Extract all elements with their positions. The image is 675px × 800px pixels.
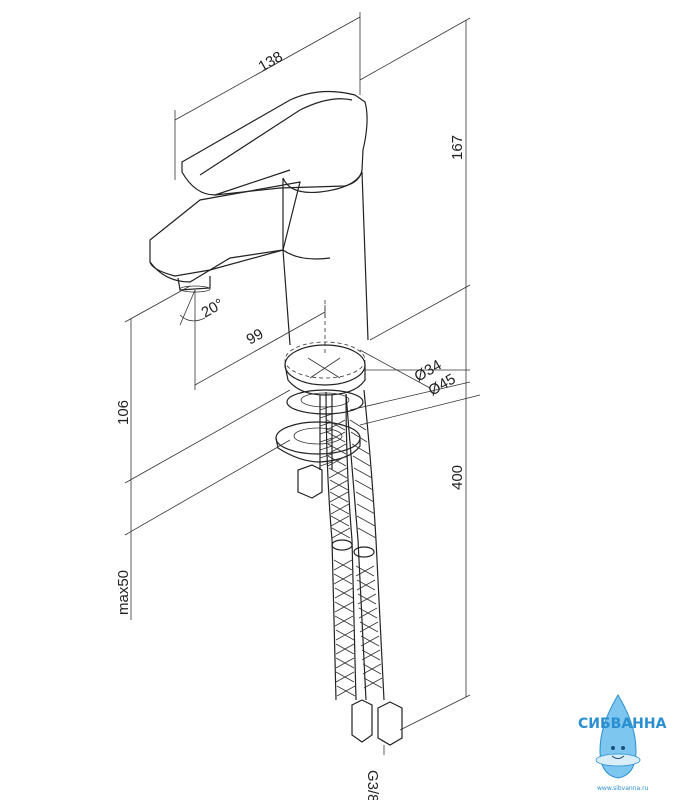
faucet-body [149, 90, 369, 346]
logo-site-text: www.sibvanna.ru [597, 785, 649, 792]
dim-spout-reach-label: 99 [244, 325, 267, 348]
dim-hose-length-label: 400 [449, 465, 466, 490]
dimension-lines [124, 12, 481, 755]
supply-hoses [325, 389, 403, 746]
logo-brand-text: СИБВАННА [578, 716, 667, 732]
dim-spout-angle-label: 20° [199, 295, 227, 321]
sibvanna-logo: СИБВАННА www.sibvanna.ru [578, 694, 667, 792]
dim-counter-max-label: max50 [115, 570, 132, 615]
dim-height-label: 167 [449, 135, 466, 160]
dim-mount-height-label: 106 [115, 400, 132, 425]
dim-width-label: 138 [256, 48, 286, 75]
dim-thread-label: G3/8 [364, 770, 381, 800]
